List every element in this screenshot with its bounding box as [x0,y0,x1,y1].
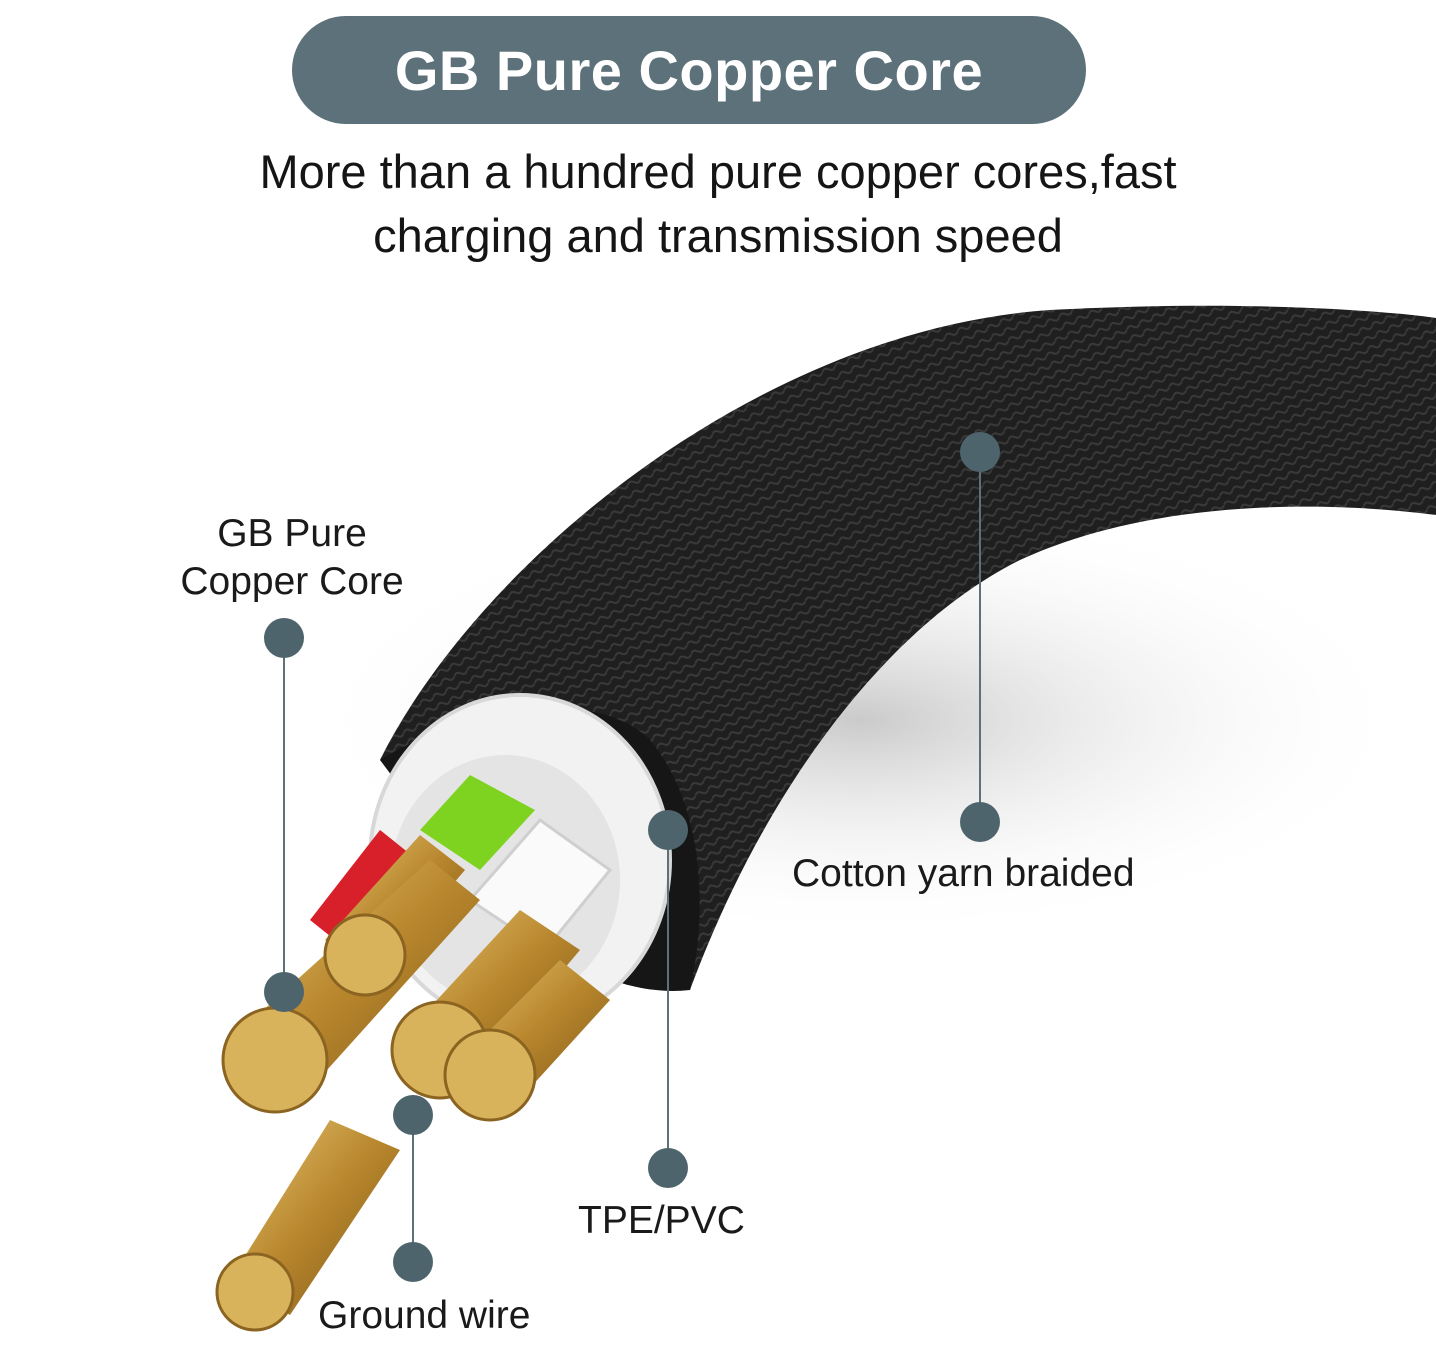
dot-tpe-bottom [648,1148,688,1188]
callout-copper-core: GB Pure Copper Core [160,510,424,606]
dot-braid-top [960,432,1000,472]
title-banner: GB Pure Copper Core [292,16,1086,124]
dot-copper-top [264,618,304,658]
dot-ground-bottom [393,1242,433,1282]
dot-braid-bottom [960,802,1000,842]
page-title: GB Pure Copper Core [394,38,984,102]
callout-copper-core-text: GB Pure Copper Core [180,512,404,603]
strand-end-ground [215,1252,295,1332]
subtitle-line-1: More than a hundred pure copper cores,fa… [259,145,1177,198]
callout-ground-wire: Ground wire [318,1294,531,1337]
strand-end-right [443,1028,537,1122]
callout-cotton-braid: Cotton yarn braided [792,852,1135,895]
dot-copper-bottom [264,972,304,1012]
strand-end-left [221,1006,329,1114]
callout-tpe-pvc: TPE/PVC [578,1199,745,1242]
subtitle: More than a hundred pure copper cores,fa… [150,140,1286,268]
green-insulation [420,775,535,870]
dot-tpe-top [648,810,688,850]
subtitle-line-2: charging and transmission speed [373,209,1063,262]
dot-ground-top [393,1095,433,1135]
strand-end-red [323,913,407,997]
